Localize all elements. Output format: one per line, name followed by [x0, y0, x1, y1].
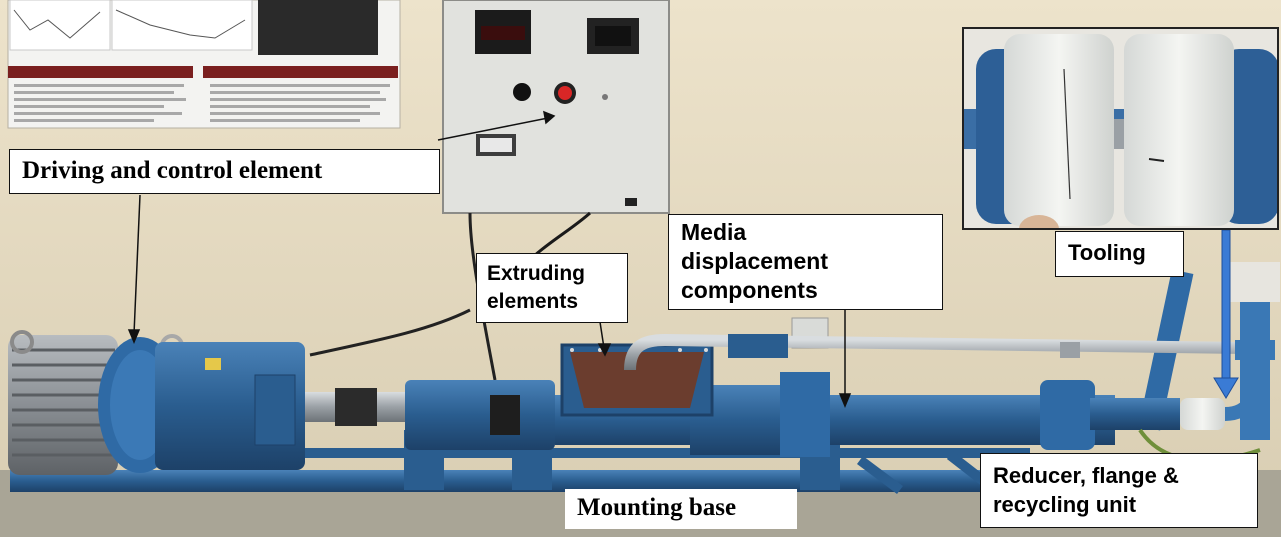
- extruding-line-2: elements: [487, 290, 579, 313]
- label-media-displacement: Media displacement components: [668, 214, 943, 310]
- media-line-1: Media: [681, 219, 747, 245]
- poster: [7, 0, 401, 129]
- tooling-inset-photo: [962, 27, 1279, 230]
- control-panel: [442, 0, 670, 381]
- reducer-line-1: Reducer, flange &: [993, 463, 1179, 488]
- media-line-2: displacement: [681, 248, 828, 274]
- label-mounting-base: Mounting base: [565, 489, 797, 529]
- hopper: [560, 343, 714, 417]
- reducer-line-2: recycling unit: [993, 492, 1137, 517]
- annotation-arrows: [127, 110, 852, 408]
- extruding-line-1: Extruding: [487, 262, 585, 285]
- flange-unit: [780, 359, 1269, 463]
- tooling-closeup: [964, 29, 1277, 228]
- media-line-3: components: [681, 277, 818, 303]
- label-extruding-elements: Extruding elements: [476, 253, 628, 323]
- label-tooling: Tooling: [1055, 231, 1184, 277]
- label-reducer-flange-recycling: Reducer, flange & recycling unit: [980, 453, 1258, 528]
- tooling-arrow: [1213, 229, 1239, 399]
- label-driving-control: Driving and control element: [9, 149, 440, 194]
- electric-motor: [8, 330, 305, 475]
